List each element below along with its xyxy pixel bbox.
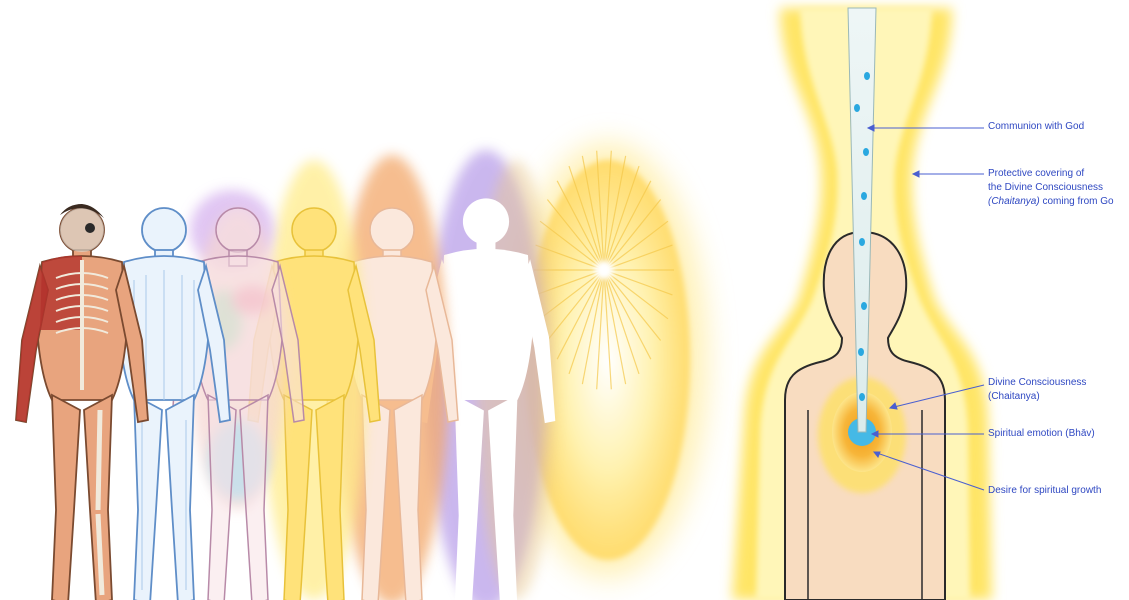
protective-covering-label: Protective covering of the Divine Consci… — [988, 167, 1114, 209]
chaitanya-droplet — [864, 72, 870, 80]
desire-for-growth-label: Desire for spiritual growth — [988, 484, 1101, 498]
chaitanya-droplet — [859, 238, 865, 246]
chaitanya-diagram — [732, 8, 992, 600]
protective-covering-line2: the Divine Consciousness — [988, 181, 1114, 195]
communion-with-god-label: Communion with God — [988, 120, 1084, 134]
layered-bodies-illustration — [16, 142, 708, 600]
spiritual-emotion-label: Spiritual emotion (Bhāv) — [988, 427, 1095, 441]
chaitanya-droplet — [861, 192, 867, 200]
divine-consciousness-line1: Divine Consciousness — [988, 376, 1086, 390]
divine-consciousness-line2: (Chaitanya) — [988, 390, 1086, 404]
chaitanya-droplet — [854, 104, 860, 112]
coming-from-god-text: coming from Go — [1040, 196, 1114, 207]
chaitanya-droplet — [863, 148, 869, 156]
chaitanya-term: (Chaitanya) — [988, 196, 1040, 207]
chaitanya-droplet — [859, 393, 865, 401]
chaitanya-droplet — [861, 302, 867, 310]
protective-covering-line1: Protective covering of — [988, 167, 1114, 181]
divine-consciousness-label: Divine Consciousness (Chaitanya) — [988, 376, 1086, 404]
protective-covering-line3: (Chaitanya) coming from Go — [988, 195, 1114, 209]
chaitanya-droplet — [858, 348, 864, 356]
